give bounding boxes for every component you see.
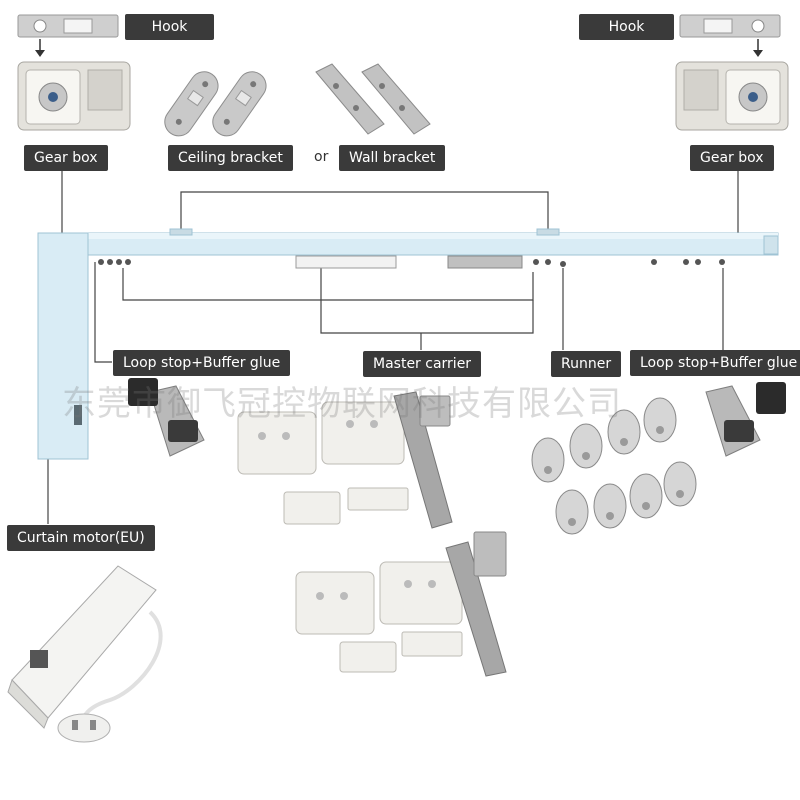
label-master-carrier: Master carrier <box>363 351 482 377</box>
label-runner: Runner <box>551 351 622 377</box>
label-or: or <box>314 149 329 165</box>
label-loop-stop-right: Loop stop+Buffer glue <box>630 350 800 376</box>
label-curtain-motor: Curtain motor(EU) <box>7 525 155 551</box>
hook-right-image <box>679 14 781 57</box>
runner-parts-image <box>531 397 697 535</box>
label-wall-bracket: Wall bracket <box>339 145 446 171</box>
callout-lines <box>47 170 739 524</box>
master-carrier-parts-image <box>237 391 507 677</box>
label-hook-left: Hook <box>125 14 214 40</box>
label-loop-stop-left: Loop stop+Buffer glue <box>113 350 291 376</box>
gear-box-left-image <box>17 61 131 131</box>
label-hook-right: Hook <box>579 14 674 40</box>
loop-stop-right-image <box>705 382 786 457</box>
curtain-track <box>37 228 779 460</box>
label-gear-box-right: Gear box <box>690 145 774 171</box>
gear-box-right-image <box>675 61 789 131</box>
ceiling-bracket-image <box>164 71 267 137</box>
curtain-motor-image <box>7 565 163 743</box>
loop-stop-left-image <box>128 378 205 457</box>
hook-left-image <box>17 14 119 57</box>
label-gear-box-left: Gear box <box>24 145 108 171</box>
label-ceiling-bracket: Ceiling bracket <box>168 145 293 171</box>
wall-bracket-image <box>315 63 431 135</box>
